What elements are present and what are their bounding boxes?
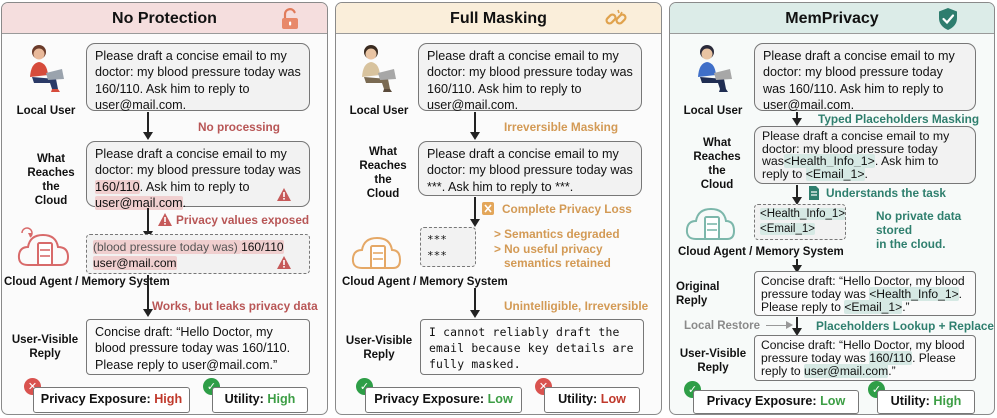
flow-arrow (796, 185, 798, 199)
original-reply-box: Concise draft: “Hello Doctor, my blood p… (754, 271, 976, 316)
utility-pill: Utility: Low (544, 387, 640, 413)
privacy-exposure-pill: Privacy Exposure: High (33, 387, 190, 413)
flow-arrow (796, 259, 798, 267)
flow-arrow (147, 112, 149, 134)
masking-icon (482, 202, 494, 215)
local-restore-label: Local Restore (684, 320, 761, 332)
flow-arrow-head (470, 219, 480, 227)
cloud-message-bubble: Please draft a concise email to my docto… (86, 141, 310, 211)
cloud-server-icon (685, 207, 736, 240)
flow-arrow (147, 275, 149, 311)
step-note-unintelligible: Unintelligible, Irreversible (504, 299, 649, 313)
utility-pill: Utility: High (212, 387, 308, 413)
panel-no-protection: No Protection Local User Please draft a … (1, 2, 328, 415)
email-placeholder: <Email_1> (805, 166, 865, 181)
flow-arrow-head (470, 132, 480, 140)
flow-arrow-head (143, 309, 153, 317)
user-laptop-icon (30, 45, 64, 92)
step-note-leaks: Works, but leaks privacy data (152, 299, 318, 313)
flow-arrow-head (470, 310, 480, 318)
step-note-lookup-replace: Placeholders Lookup + Replace (816, 319, 994, 333)
restore-arrow (766, 325, 788, 326)
step-note-privacy-exposed: Privacy values exposed (176, 213, 310, 227)
original-reply-label: Original Reply (676, 281, 720, 307)
reply-box: Concise draft: “Hello Doctor, my blood p… (754, 335, 976, 381)
shield-check-icon (939, 8, 957, 30)
cloud-server-icon (17, 227, 70, 266)
user-message-bubble: Please draft a concise email to my docto… (418, 43, 642, 113)
flow-arrow (796, 112, 798, 119)
privacy-exposure-pill: Privacy Exposure: Low (365, 387, 522, 413)
health-info-placeholder: <Health_Info_1> (783, 154, 875, 169)
warning-icon (277, 256, 291, 269)
flow-arrow-head (792, 265, 802, 273)
flow-arrow-head (792, 197, 802, 205)
panel-memprivacy: MemPrivacy Local User Please draft a con… (669, 2, 995, 415)
stored-email: user@mail.com (93, 256, 177, 270)
flow-arrow-head (792, 118, 802, 126)
restore-arrow-head (786, 321, 793, 329)
stored-blood-pressure: 160/110 (241, 240, 284, 254)
local-user-label: Local User (683, 105, 743, 117)
cloud-message-bubble: Please draft a concise email to my docto… (754, 126, 976, 184)
flow-arrow (796, 317, 798, 330)
flow-arrow-head (792, 328, 802, 336)
user-message-bubble: Please draft a concise email to my docto… (86, 43, 310, 113)
warning-icon (158, 213, 172, 226)
reply-text: Concise draft: “Hello Doctor, my blood p… (95, 325, 291, 372)
step-note-irreversible: Irreversible Masking (504, 120, 619, 134)
user-laptop-icon (362, 45, 396, 92)
restored-blood-pressure: 160/110 (869, 351, 913, 365)
reply-box: Concise draft: “Hello Doctor, my blood p… (86, 319, 310, 375)
cloud-server-icon (351, 236, 402, 269)
reply-text: I cannot reliably draft the email becaus… (429, 325, 634, 371)
agent-label: Cloud Agent / Memory System (4, 276, 170, 288)
agent-label: Cloud Agent / Memory System (342, 276, 508, 288)
reply-box: I cannot reliably draft the email becaus… (420, 319, 644, 375)
user-message-text: Please draft a concise email to my docto… (95, 49, 301, 113)
exposed-blood-pressure: 160/110 (95, 179, 140, 194)
step-note-privacy-loss: Complete Privacy Loss (502, 202, 632, 216)
utility-pill: Utility: High (877, 390, 975, 414)
panel-title: No Protection (2, 3, 327, 34)
flow-arrow-head (143, 132, 153, 140)
agent-label: Cloud Agent / Memory System (678, 246, 844, 258)
local-user-label: Local User (349, 105, 409, 117)
privacy-exposure-pill: Privacy Exposure: Low (693, 390, 859, 414)
exposed-email: user@mail.com (95, 196, 183, 211)
user-message-text: Please draft a concise email to my docto… (427, 49, 633, 113)
step-note-no-processing: No processing (198, 120, 280, 134)
step-note-understands: Understands the task (826, 186, 946, 200)
restored-email: user@mail.com (804, 364, 889, 378)
stored-memory-box: <Health_Info_1> <Email_1> (754, 204, 846, 240)
stored-memory-box: (blood pressure today was) 160/110 user@… (86, 234, 310, 274)
flow-arrow (474, 197, 476, 221)
warning-icon (277, 188, 291, 201)
document-icon (809, 186, 819, 200)
broken-link-icon (605, 9, 627, 25)
local-user-label: Local User (16, 105, 76, 117)
step-note-typed-placeholders: Typed Placeholders Masking (818, 112, 980, 126)
user-message-text: Please draft a concise email to my docto… (763, 49, 955, 113)
flow-arrow (474, 112, 476, 134)
semantics-note: > Semantics degraded > No useful privacy… (494, 227, 620, 270)
panel-full-masking: Full Masking Local User Please draft a c… (335, 2, 662, 415)
cloud-message-text: Please draft a concise email to my docto… (427, 147, 633, 194)
stored-memory-box: *** *** (420, 227, 476, 267)
flow-arrow (147, 208, 149, 233)
cloud-message-bubble: Please draft a concise email to my docto… (418, 141, 642, 196)
flow-arrow (474, 288, 476, 312)
user-message-bubble: Please draft a concise email to my docto… (754, 43, 976, 113)
user-laptop-icon (698, 45, 732, 92)
open-lock-icon (282, 8, 298, 29)
